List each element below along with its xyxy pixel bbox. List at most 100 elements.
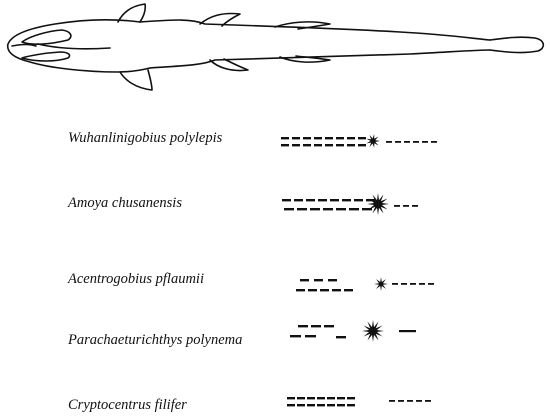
acentrogobius-trailing-row-dash [428, 283, 434, 285]
amoya-upper-row-dash [294, 199, 303, 202]
acentrogobius-lower-row-dash [320, 289, 329, 292]
parachaeturichthys-upper-row-dash [298, 325, 308, 328]
cryptocentrus-trailing-row-dash [389, 400, 395, 402]
acentrogobius-upper-row-dash [314, 279, 323, 282]
cryptocentrus-upper-row-dash [307, 397, 315, 400]
cryptocentrus-trailing-row-dash [398, 400, 404, 402]
wuhanlinigobius-lower-row-dash [325, 144, 333, 147]
fish-outline-illustration [6, 3, 545, 91]
cryptocentrus-upper-row-dash [327, 397, 335, 400]
parachaeturichthys-lower-row-dash [290, 335, 301, 338]
wuhanlinigobius-lower-row-dash [336, 144, 344, 147]
wuhanlinigobius-trailing-row-dash [413, 141, 419, 143]
amoya-trailing-row-dash [403, 205, 409, 207]
acentrogobius-lower-row-dash [296, 289, 305, 292]
species-label: Wuhanlinigobius polylepis [68, 130, 223, 146]
wuhanlinigobius-lower-row-dash [292, 144, 300, 147]
fish-caudal-fin [489, 36, 545, 54]
amoya-upper-row-dash [342, 199, 351, 202]
wuhanlinigobius-upper-row-dash [325, 137, 333, 140]
acentrogobius-upper-row-dash [328, 279, 337, 282]
amoya-upper-row-dash [282, 199, 291, 202]
cryptocentrus-upper-row-dash [297, 397, 305, 400]
wuhanlinigobius-lower-row-dash [347, 144, 355, 147]
wuhanlinigobius-upper-row-dash [336, 137, 344, 140]
parachaeturichthys-pore-star [362, 320, 384, 342]
wuhanlinigobius-trailing-row-dash [404, 141, 410, 143]
acentrogobius-lower-row-dash [308, 289, 317, 292]
fish-ventral-fin-2 [279, 55, 331, 63]
amoya-lower-row-dash [323, 208, 333, 211]
cryptocentrus-upper-row-dash [347, 397, 355, 400]
species-label: Parachaeturichthys polynema [68, 332, 243, 348]
cryptocentrus-lower-row-dash [347, 404, 355, 407]
wuhanlinigobius-lower-row-dash [303, 144, 311, 147]
fish-eye-left [21, 29, 72, 45]
acentrogobius-trailing-row-dash [401, 283, 407, 285]
cryptocentrus-upper-row-dash [337, 397, 345, 400]
amoya-pore-star [367, 193, 389, 215]
parachaeturichthys-trailing-bar [399, 330, 416, 333]
fish-dorsal-fin-2 [274, 21, 331, 30]
fish-pectoral-fin-top [117, 3, 147, 23]
amoya-lower-row-dash [336, 208, 346, 211]
amoya-upper-row-dash [330, 199, 339, 202]
species-label: Amoya chusanensis [68, 195, 182, 211]
acentrogobius-pore-star [374, 277, 388, 291]
cryptocentrus-lower-row-dash [297, 404, 305, 407]
acentrogobius-trailing-row-dash [410, 283, 416, 285]
fish-head-marking [37, 43, 111, 50]
cryptocentrus-lower-row-dash [327, 404, 335, 407]
acentrogobius-upper-row-dash [300, 279, 309, 282]
parachaeturichthys-upper-row-dash [324, 325, 334, 328]
amoya-lower-row-dash [284, 208, 294, 211]
cryptocentrus-trailing-row-dash [425, 400, 431, 402]
parachaeturichthys-lower-row-dash [305, 335, 316, 338]
wuhanlinigobius-upper-row-dash [347, 137, 355, 140]
acentrogobius-trailing-row-dash [392, 283, 398, 285]
amoya-upper-row-dash [306, 199, 315, 202]
wuhanlinigobius-trailing-row-dash [395, 141, 401, 143]
acentrogobius-lower-row-dash [332, 289, 341, 292]
fish-snout-line [11, 43, 37, 47]
parachaeturichthys-upper-row-dash [311, 325, 321, 328]
amoya-upper-row-dash [318, 199, 327, 202]
amoya-lower-row-dash [310, 208, 320, 211]
wuhanlinigobius-upper-row-dash [281, 137, 289, 140]
wuhanlinigobius-upper-row-dash [358, 137, 366, 140]
amoya-trailing-row-dash [412, 205, 418, 207]
cryptocentrus-trailing-row-dash [407, 400, 413, 402]
cryptocentrus-lower-row-dash [337, 404, 345, 407]
wuhanlinigobius-trailing-row-dash [422, 141, 428, 143]
fish-eye-right [21, 51, 71, 62]
fish-ventral-fin-1 [209, 58, 249, 72]
wuhanlinigobius-upper-row-dash [292, 137, 300, 140]
wuhanlinigobius-trailing-row-dash [386, 141, 392, 143]
wuhanlinigobius-upper-row-dash [314, 137, 322, 140]
parachaeturichthys-lower-dash-end [336, 336, 346, 339]
amoya-trailing-row-dash [394, 205, 400, 207]
cryptocentrus-trailing-row-dash [416, 400, 422, 402]
acentrogobius-lower-row-dash [344, 289, 353, 292]
amoya-upper-row-dash [366, 199, 375, 202]
cryptocentrus-upper-row-dash [287, 397, 295, 400]
fish-dorsal-fin-1 [199, 12, 241, 27]
wuhanlinigobius-pore-star [366, 134, 380, 148]
wuhanlinigobius-lower-row-dash [314, 144, 322, 147]
amoya-upper-row-dash [354, 199, 363, 202]
wuhanlinigobius-trailing-row-dash [431, 141, 437, 143]
wuhanlinigobius-lower-row-dash [281, 144, 289, 147]
amoya-lower-row-dash [297, 208, 307, 211]
fish-pectoral-fin-bottom [119, 69, 153, 91]
amoya-lower-row-dash [349, 208, 359, 211]
species-label: Cryptocentrus filifer [68, 397, 187, 413]
species-label: Acentrogobius pflaumii [68, 271, 204, 287]
cryptocentrus-lower-row-dash [317, 404, 325, 407]
acentrogobius-trailing-row-dash [419, 283, 425, 285]
cryptocentrus-lower-row-dash [307, 404, 315, 407]
amoya-lower-row-dash [362, 208, 372, 211]
wuhanlinigobius-lower-row-dash [358, 144, 366, 147]
cryptocentrus-lower-row-dash [287, 404, 295, 407]
